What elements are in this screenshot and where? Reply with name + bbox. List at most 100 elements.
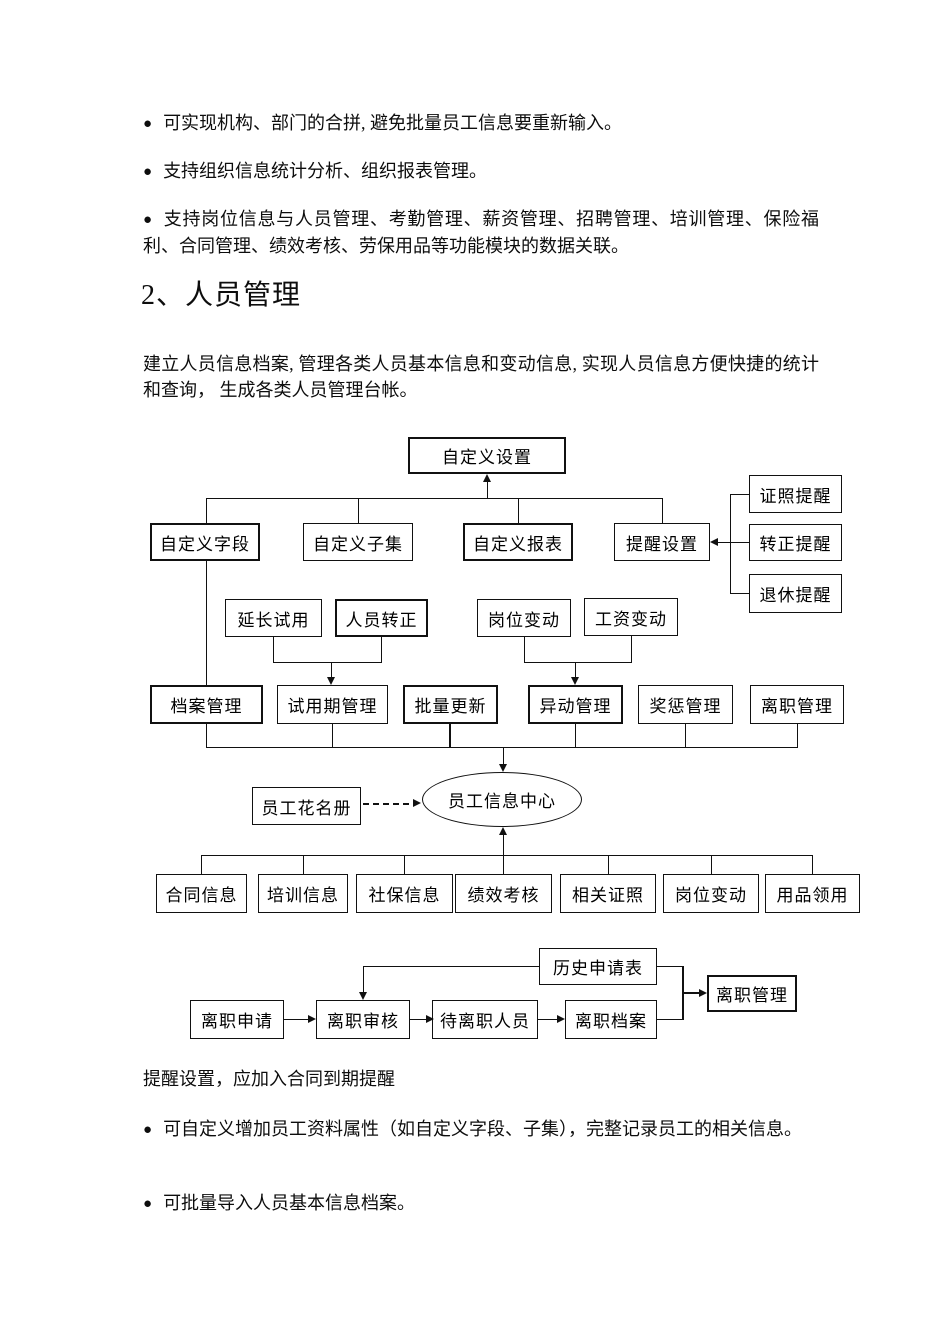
diagram-box-staff-roster: 员工花名册: [252, 787, 361, 825]
connector-line: [631, 636, 632, 662]
connector-line: [487, 481, 488, 498]
bullet-text: 可实现机构、部门的合拼, 避免批量员工信息要重新输入。: [163, 113, 623, 133]
bullet-item: ● 可自定义增加员工资料属性（如自定义字段、子集），完整记录员工的相关信息。: [143, 1116, 821, 1143]
diagram-box-retire-reminder: 退休提醒: [749, 574, 842, 613]
bullet-glyph: ●: [143, 1196, 153, 1212]
connector-line: [685, 724, 686, 747]
connector-line: [331, 663, 332, 677]
connector-line: [575, 724, 576, 747]
diagram-box-staff-regular: 人员转正: [335, 599, 428, 637]
connector-line: [503, 748, 504, 764]
diagram-box-archive-mgmt: 档案管理: [150, 685, 263, 724]
connector-line: [657, 1019, 683, 1020]
diagram-box-transfer-mgmt: 异动管理: [528, 685, 623, 724]
diagram-box-custom-reports: 自定义报表: [463, 523, 573, 561]
connector-line: [381, 637, 382, 662]
connector-line: [730, 593, 749, 594]
connector-line: [206, 561, 207, 685]
bullet-glyph: ●: [143, 212, 153, 228]
connector-line: [518, 498, 519, 523]
diagram-box-cert-reminder: 证照提醒: [749, 475, 842, 513]
connector-line: [303, 856, 304, 874]
connector-line: [797, 724, 798, 747]
diagram-box-contract-info: 合同信息: [156, 874, 247, 913]
arrow-down-icon: [359, 992, 367, 1000]
connector-line: [503, 856, 504, 874]
connector-line: [524, 662, 632, 663]
connector-line: [201, 855, 813, 856]
arrow-up-icon: [483, 474, 491, 482]
connector-line: [206, 747, 798, 748]
bullet-glyph: ●: [143, 116, 153, 132]
connector-line: [273, 637, 274, 662]
connector-line: [284, 1019, 308, 1020]
diagram-box-resign-mgmt: 离职管理: [750, 685, 844, 724]
bullet-item: ● 可批量导入人员基本信息档案。: [143, 1190, 833, 1217]
arrow-up-icon: [499, 827, 507, 835]
diagram-box-resign-apply: 离职申请: [190, 1000, 284, 1039]
diagram-box-resign-mgmt-2: 离职管理: [707, 975, 797, 1012]
connector-line: [524, 637, 525, 662]
diagram-box-resign-audit: 离职审核: [316, 1000, 410, 1039]
diagram-box-salary-change: 工资变动: [584, 598, 678, 636]
bullet-text: 可自定义增加员工资料属性（如自定义字段、子集），完整记录员工的相关信息。: [163, 1119, 803, 1139]
connector-line: [684, 992, 699, 994]
connector-line: [201, 856, 202, 874]
bullet-glyph: ●: [143, 164, 153, 180]
bullet-text: 可批量导入人员基本信息档案。: [163, 1193, 416, 1213]
diagram-box-regular-reminder: 转正提醒: [749, 524, 842, 561]
connector-line: [449, 724, 451, 747]
connector-line: [812, 856, 813, 874]
diagram-box-reward-mgmt: 奖惩管理: [638, 685, 733, 724]
diagram-box-training-info: 培训信息: [258, 874, 348, 913]
diagram-box-post-change-2: 岗位变动: [663, 874, 759, 913]
connector-line: [363, 967, 364, 992]
diagram-box-custom-fields: 自定义字段: [150, 523, 260, 561]
arrow-right-icon: [308, 1015, 316, 1023]
connector-line: [410, 1019, 426, 1020]
diagram-box-post-change: 岗位变动: [477, 599, 571, 637]
diagram-box-extend-trial: 延长试用: [225, 599, 322, 637]
arrow-down-icon: [327, 677, 335, 685]
diagram-box-related-cert: 相关证照: [560, 874, 656, 913]
arrow-down-icon: [499, 764, 507, 772]
diagram-box-resign-pending: 待离职人员: [432, 1000, 538, 1039]
bullet-glyph: ●: [143, 1122, 153, 1138]
arrow-down-icon: [571, 677, 579, 685]
section-heading: 2、人员管理: [141, 280, 302, 311]
arrow-right-icon: [699, 989, 707, 997]
diagram-box-reminder-settings: 提醒设置: [614, 523, 710, 561]
diagram-box-history-form: 历史申请表: [539, 948, 657, 985]
bullet-item: ●支持岗位信息与人员管理、考勤管理、薪资管理、招聘管理、培训管理、保险福利、合同…: [143, 206, 819, 259]
note-text: 提醒设置，应加入合同到期提醒: [143, 1069, 395, 1089]
connector-line: [657, 966, 683, 967]
connector-line: [206, 498, 207, 523]
bullet-item: ● 支持组织信息统计分析、组织报表管理。: [143, 158, 833, 185]
diagram-box-batch-update: 批量更新: [403, 685, 498, 724]
connector-line: [503, 835, 504, 855]
diagram-box-perf-review: 绩效考核: [455, 874, 552, 913]
diagram-box-custom-subset: 自定义子集: [303, 523, 413, 561]
connector-line: [575, 663, 576, 677]
intro-paragraph: 建立人员信息档案, 管理各类人员基本信息和变动信息, 实现人员信息方便快捷的统计…: [143, 354, 819, 400]
bullet-item: ● 可实现机构、部门的合拼, 避免批量员工信息要重新输入。: [143, 110, 833, 137]
connector-line: [730, 494, 749, 495]
arrow-right-icon: [557, 1015, 565, 1023]
connector-line: [206, 498, 663, 499]
bullet-text: 支持岗位信息与人员管理、考勤管理、薪资管理、招聘管理、培训管理、保险福利、合同管…: [143, 209, 819, 256]
connector-line: [363, 966, 539, 967]
connector-line: [206, 724, 207, 747]
diagram-box-resign-archive: 离职档案: [565, 1000, 657, 1039]
arrow-right-icon: [413, 799, 421, 807]
connector-line: [273, 662, 382, 663]
connector-line: [608, 856, 609, 874]
connector-line: [404, 856, 405, 874]
connector-line: [718, 542, 749, 543]
connector-line: [662, 498, 663, 523]
diagram-box-social-info: 社保信息: [356, 874, 453, 913]
bullet-text: 支持组织信息统计分析、组织报表管理。: [163, 161, 488, 181]
connector-line: [730, 494, 731, 594]
diagram-box-custom-settings: 自定义设置: [408, 437, 566, 474]
diagram-box-supplies: 用品领用: [765, 874, 860, 913]
